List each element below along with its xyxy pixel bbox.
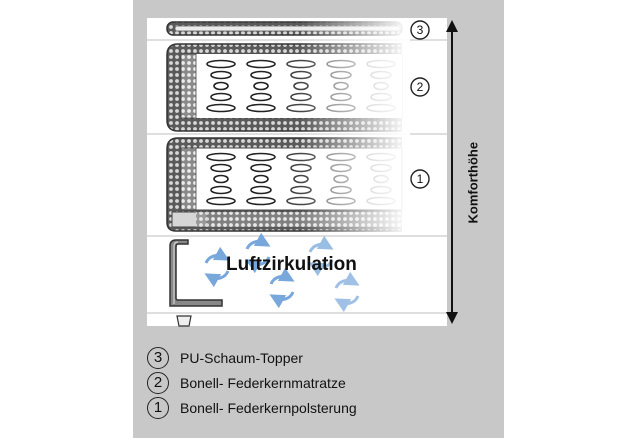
legend-item: 1 Bonell- Federkernpolsterung [147, 395, 357, 420]
comfort-height-axis [446, 20, 458, 324]
legend: 3 PU-Schaum-Topper 2 Bonell- Federkernma… [147, 345, 357, 420]
axis-arrow-up-icon [446, 20, 458, 32]
legend-text: Bonell- Federkernmatratze [180, 374, 346, 391]
axis-label: Komforthöhe [465, 141, 481, 224]
layer-1-marker [410, 169, 430, 189]
layer-2-number: 2 [417, 80, 424, 94]
airflow-arrows [204, 232, 360, 313]
fade-overlay [300, 18, 410, 233]
layer-3-number: 3 [417, 23, 424, 37]
legend-item: 3 PU-Schaum-Topper [147, 345, 357, 370]
layer-1-number: 1 [417, 172, 424, 186]
layer-2-marker [410, 77, 430, 97]
legend-number-icon: 1 [147, 396, 169, 419]
bed-foot [176, 315, 192, 327]
legend-text: PU-Schaum-Topper [180, 349, 303, 366]
legend-item: 2 Bonell- Federkernmatratze [147, 370, 357, 395]
airflow-label: Luftzirkulation [226, 254, 357, 275]
legend-number-icon: 2 [147, 371, 169, 394]
legend-number-icon: 3 [147, 346, 169, 369]
bed-frame [169, 239, 223, 327]
legend-text: Bonell- Federkernpolsterung [180, 399, 357, 416]
layer-3-marker [410, 20, 430, 40]
axis-arrow-down-icon [446, 312, 458, 324]
